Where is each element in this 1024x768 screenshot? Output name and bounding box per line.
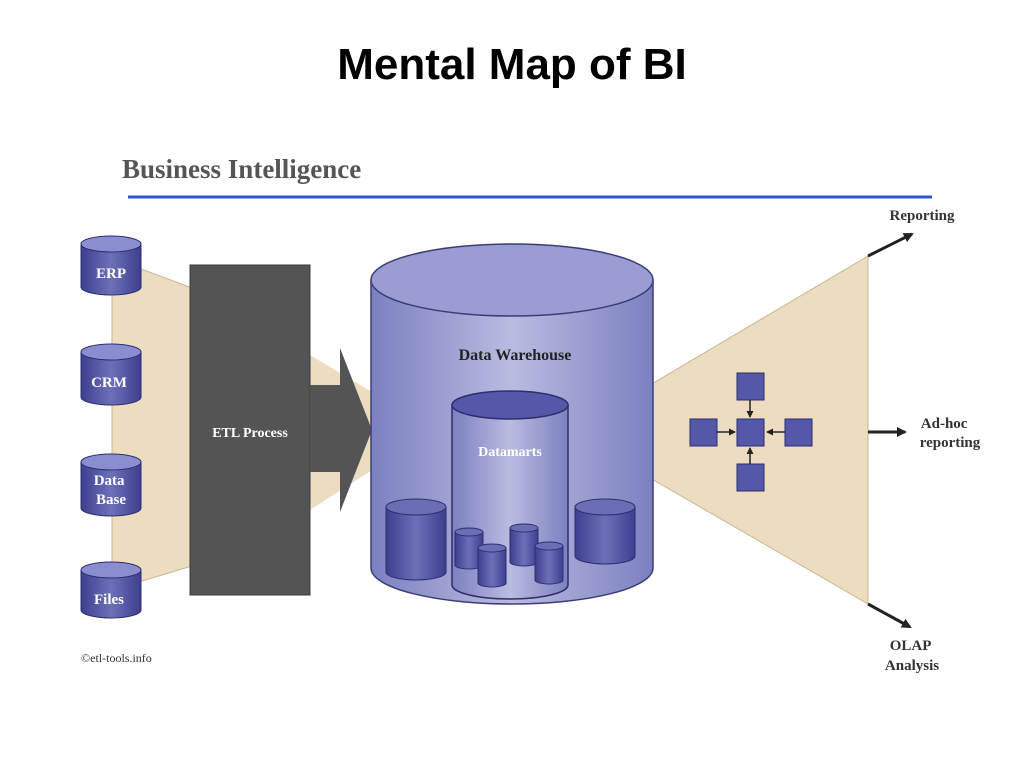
source-funnel — [111, 257, 193, 591]
source-label-database: Data Base — [94, 473, 129, 508]
output-olap-line1: OLAP — [890, 638, 932, 654]
node-bottom — [736, 463, 765, 492]
output-adhoc: Ad-hoc reporting — [920, 416, 981, 451]
datamart-cylinder-2 — [477, 543, 507, 588]
datamart-cylinder-4 — [534, 541, 564, 585]
node-center — [736, 418, 765, 447]
datamart-cylinder-3 — [509, 523, 539, 567]
output-reporting: Reporting — [890, 208, 955, 224]
output-olap-line2: Analysis — [885, 658, 939, 674]
diagram-heading: Business Intelligence — [122, 154, 361, 184]
datamarts-label: Datamarts — [478, 445, 542, 460]
source-label-files: Files — [94, 592, 124, 608]
source-label-database-line2: Base — [96, 492, 126, 508]
node-cluster — [689, 372, 813, 492]
source-erp: ERP — [80, 235, 142, 296]
slide-title: Mental Map of BI — [337, 40, 687, 89]
node-top — [736, 372, 765, 401]
arrow-olap — [867, 602, 912, 629]
source-label-database-line1: Data — [94, 473, 125, 489]
source-crm: CRM — [80, 343, 142, 406]
source-files: Files — [80, 561, 142, 619]
output-olap: OLAP Analysis — [885, 638, 939, 674]
etl-process-label: ETL Process — [212, 426, 288, 441]
source-label-crm: CRM — [91, 375, 127, 391]
source-database: Data Base — [80, 453, 142, 517]
output-adhoc-line2: reporting — [920, 435, 981, 451]
node-left — [689, 418, 718, 447]
output-adhoc-line1: Ad-hoc — [921, 416, 968, 432]
storage-cylinder-right — [574, 498, 636, 565]
data-warehouse-label: Data Warehouse — [459, 347, 572, 364]
credit: ©etl-tools.info — [81, 651, 152, 665]
arrow-reporting — [867, 232, 914, 258]
storage-cylinder-left — [385, 498, 447, 581]
node-right — [784, 418, 813, 447]
source-label-erp: ERP — [96, 266, 126, 282]
etl-arrow — [310, 348, 372, 512]
